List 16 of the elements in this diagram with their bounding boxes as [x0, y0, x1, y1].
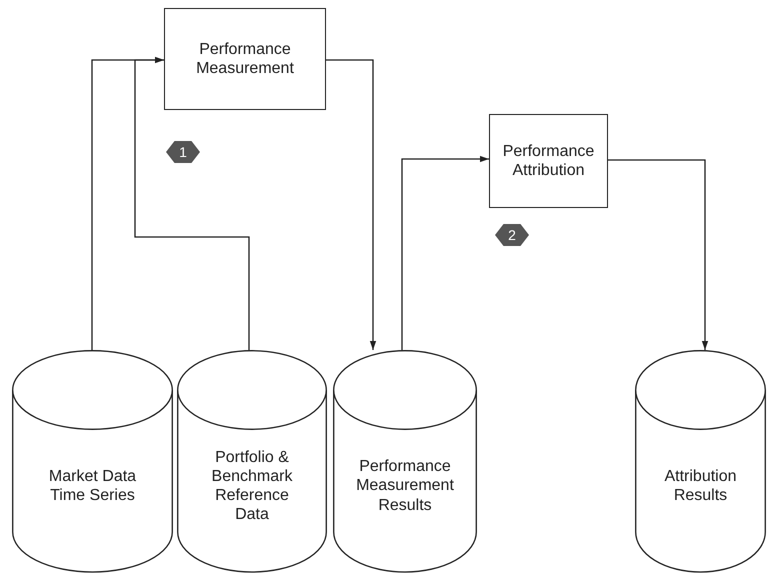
process-label: Performance Attribution: [502, 142, 596, 180]
database-cylinder: [12, 350, 173, 572]
step-number-badge: 2: [495, 224, 529, 246]
database-cylinder: [333, 350, 477, 572]
database-label: Attribution Results: [663, 466, 738, 506]
database-label: Performance Measurement Results: [355, 457, 455, 516]
database-cylinder: [635, 350, 766, 572]
arrow: [401, 156, 489, 350]
arrow: [326, 59, 376, 350]
arrow: [608, 159, 708, 350]
database-label: Market Data Time Series: [48, 466, 137, 506]
step-number-badge: 1: [166, 141, 200, 163]
database-label: Portfolio & Benchmark Reference Data: [210, 448, 294, 526]
arrow: [134, 56, 250, 350]
process-label: Performance Measurement: [195, 40, 295, 78]
database-cylinder: [177, 350, 327, 572]
